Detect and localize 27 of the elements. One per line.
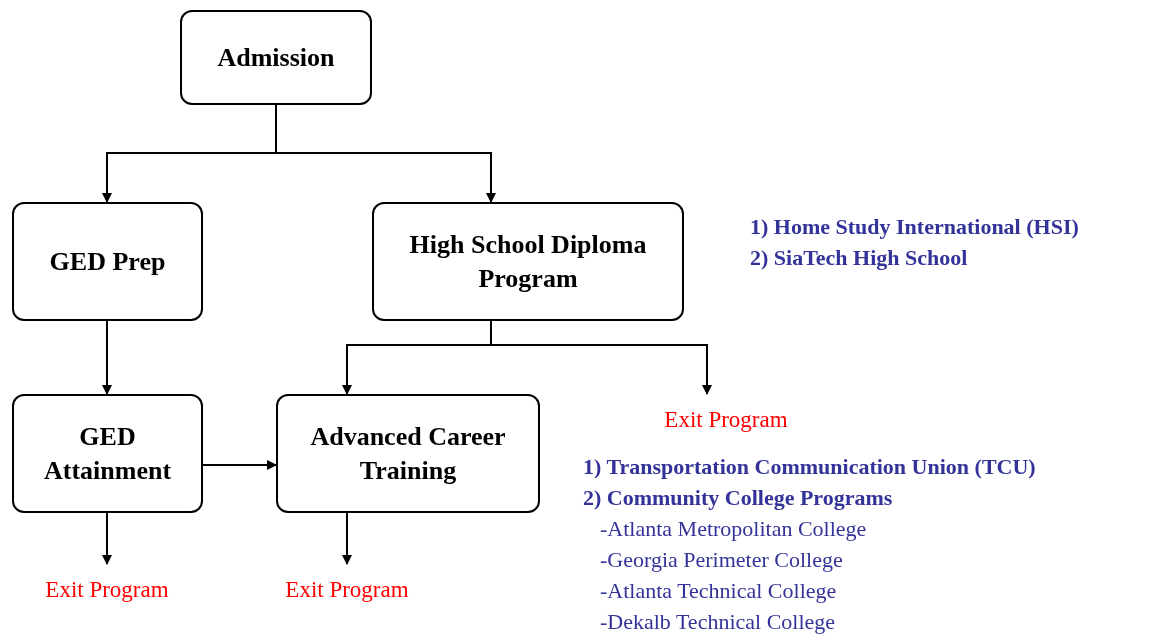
exit-label: Exit Program	[664, 406, 788, 434]
box-label: GED Attainment	[42, 420, 173, 487]
college-name: -Atlanta Metropolitan College	[600, 515, 867, 543]
arrow	[102, 512, 112, 565]
process-box	[372, 202, 684, 321]
process-box	[12, 202, 203, 321]
list-item: 2) Community College Programs	[583, 484, 893, 512]
process-box	[180, 10, 372, 105]
arrow	[342, 512, 352, 565]
list-item: 1) Transportation Communication Union (TCU)	[583, 453, 1036, 481]
process-box	[276, 394, 540, 513]
arrow	[275, 104, 496, 203]
list-item: 1) Home Study International (HSI)	[750, 213, 1079, 241]
arrow	[490, 320, 712, 395]
box-label: Advanced Career Training	[309, 420, 507, 487]
list-item: 2) SiaTech High School	[750, 244, 968, 272]
arrow	[102, 320, 112, 395]
exit-label: Exit Program	[285, 576, 409, 604]
box-label: High School Diploma Program	[408, 228, 648, 295]
exit-label: Exit Program	[45, 576, 169, 604]
college-name: -Dekalb Technical College	[600, 608, 836, 635]
college-name: -Georgia Perimeter College	[600, 546, 843, 574]
college-name: -Atlanta Technical College	[600, 577, 837, 605]
box-label: Admission	[217, 41, 335, 74]
process-box	[12, 394, 203, 513]
arrow	[202, 460, 277, 470]
box-label: GED Prep	[49, 245, 166, 278]
